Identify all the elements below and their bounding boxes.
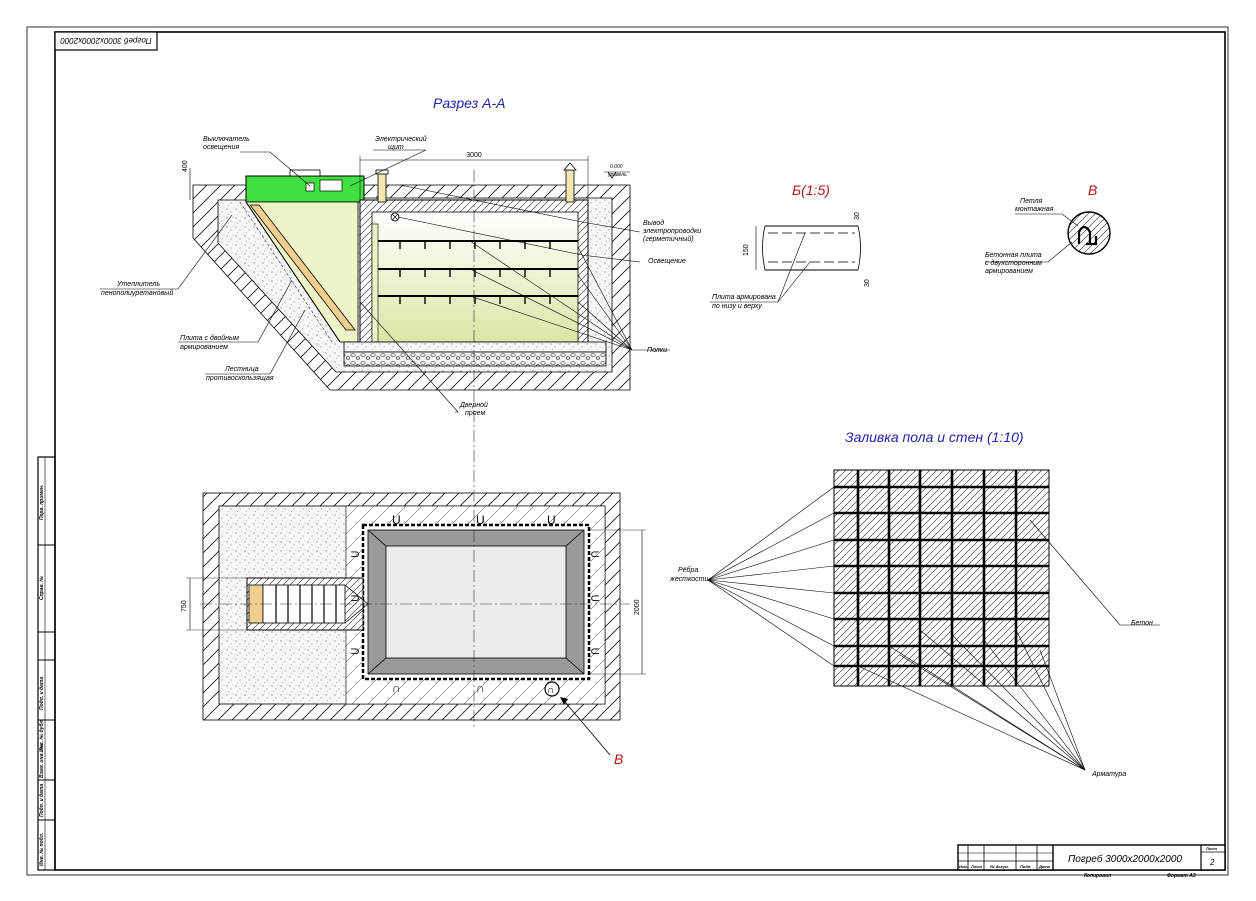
- loop-icon: [1077, 225, 1098, 246]
- svg-text:∩: ∩: [547, 685, 554, 696]
- label-light: Освещение: [648, 258, 686, 265]
- detail-v-slab-3: армированием: [985, 268, 1033, 275]
- rebar-label: Арматура: [1091, 771, 1126, 778]
- side-stamp-5: Взам. инв. №: [39, 745, 45, 778]
- detail-v-slab-2: с двухсторонним: [985, 259, 1042, 267]
- side-stamp: Перв. примен. Справ. № Подп. и дата Инв.…: [37, 456, 56, 871]
- vent-pipe-left: [377, 171, 387, 203]
- top-stamp-text: Погреб 3000x2000x2000: [60, 36, 152, 45]
- detail-v: Петля монтажная Бетонная плита с двухсто…: [985, 198, 1111, 275]
- label-switch-1: Выключатель: [203, 136, 250, 143]
- label-switch-2: освещения: [203, 144, 239, 151]
- label-ladder-1: Лестница: [224, 366, 259, 373]
- top-stamp: Погреб 3000x2000x2000: [54, 31, 158, 51]
- label-wiring-1: Вывод: [643, 219, 664, 227]
- detail-b-label-2: по низу и верху: [712, 303, 762, 310]
- side-stamp-3: Подп. и дата: [39, 677, 45, 710]
- plan-view: U U U ∩ ∩ ⊃ ⊃ ⊃ ⊂ ⊂ ⊂ ∩ 750 2000 В: [181, 470, 646, 767]
- side-stamp-2: Справ. №: [39, 576, 45, 600]
- tb-name: Погреб 3000x2000x2000: [1068, 853, 1182, 865]
- dim-400: 400: [182, 160, 189, 172]
- side-stamp-6: Подп. и дата: [39, 784, 45, 817]
- pour-grid: Рёбра жесткости Бетон Арматура: [669, 469, 1160, 778]
- ribs-label-1: Рёбра: [678, 566, 698, 574]
- svg-text:⊂: ⊂: [590, 591, 600, 605]
- dim-750: 750: [181, 600, 188, 612]
- section-labels: Выключатель освещения Электрический щит …: [101, 135, 701, 417]
- tb-col-1: Изм.: [959, 864, 968, 869]
- label-slab-1: Плита с двойным: [180, 334, 239, 342]
- dim-30-top: 30: [854, 212, 861, 220]
- detail-b-title: Б(1:5): [792, 182, 830, 198]
- tb-sheet-no: 2: [1209, 858, 1215, 867]
- label-slab-2: армированием: [180, 344, 228, 351]
- switch-box: [305, 182, 315, 192]
- ribs-label-2: жесткости: [669, 576, 708, 583]
- label-wiring-2: электропроводки: [643, 227, 701, 235]
- label-insulation-2: пенополиуретановый: [101, 289, 173, 297]
- side-stamp-1: Перв. примен.: [39, 485, 45, 520]
- vent-pipe-right: [565, 169, 575, 203]
- vestibule-box: [245, 175, 365, 203]
- tb-col-2: Лист: [970, 864, 982, 869]
- svg-text:U: U: [392, 513, 401, 527]
- inner-frame: [54, 31, 1226, 871]
- detail-v-loop-1: Петля: [1020, 198, 1043, 205]
- plan-loop-v: [544, 681, 560, 697]
- svg-text:⊂: ⊂: [590, 547, 600, 561]
- label-wiring-3: (герметичный): [643, 235, 694, 243]
- detail-b: 150 30 30 Плита армирована по низу и вер…: [710, 212, 871, 310]
- level-0000: 0.000: [610, 164, 623, 170]
- svg-text:U: U: [476, 513, 485, 527]
- side-stamp-4: Инв. № дубл.: [38, 719, 45, 752]
- tb-col-5: Дата: [1038, 864, 1051, 869]
- plan-floor: [385, 545, 567, 659]
- svg-text:U: U: [547, 513, 556, 527]
- label-door-2: проем: [465, 410, 485, 417]
- section-view: 3000 400 0.000 уровень Выключат: [100, 135, 701, 470]
- label-insulation-1: Утеплитель: [116, 281, 160, 288]
- detail-b-label-1: Плита армирована: [712, 294, 776, 301]
- detail-v-title: В: [1088, 182, 1097, 198]
- section-title: Разрез А-А: [433, 95, 505, 111]
- dim-2000: 2000: [634, 599, 641, 615]
- outer-border: [26, 26, 1229, 876]
- plan-callout: В: [614, 751, 623, 767]
- svg-text:⊃: ⊃: [350, 591, 360, 605]
- svg-text:⊂: ⊂: [590, 644, 600, 658]
- pour-title: Заливка пола и стен (1:10): [845, 429, 1024, 445]
- title-block: Изм. Лист № докум. Подп. Дата Погреб 300…: [957, 844, 1226, 879]
- label-panel-1: Электрический: [375, 135, 427, 143]
- label-ladder-2: противоскользящая: [206, 375, 274, 382]
- tb-copied: Копировал: [1084, 873, 1112, 879]
- side-stamp-7: Инв. № подл.: [39, 833, 45, 866]
- detail-v-loop-2: монтажная: [1015, 206, 1054, 213]
- label-shelves: Полки: [647, 347, 667, 354]
- tb-format: Формат А3: [1167, 873, 1196, 879]
- tb-sheet-label: Лист: [1205, 846, 1217, 851]
- svg-text:⊃: ⊃: [350, 547, 360, 561]
- svg-text:⊃: ⊃: [350, 644, 360, 658]
- label-door-1: Дверной: [459, 401, 488, 409]
- dim-150: 150: [743, 244, 750, 256]
- tb-col-4: Подп.: [1020, 864, 1031, 869]
- svg-text:∩: ∩: [392, 681, 401, 695]
- ladder: [249, 204, 356, 331]
- tb-col-3: № докум.: [990, 864, 1009, 869]
- dim-3000: 3000: [466, 152, 482, 159]
- level-label: уровень: [607, 172, 627, 178]
- dim-30-bot: 30: [864, 279, 871, 287]
- detail-v-slab-1: Бетонная плита: [985, 252, 1042, 259]
- panel-box: [319, 179, 343, 192]
- label-panel-2: щит: [388, 144, 404, 151]
- concrete-label: Бетон: [1131, 620, 1153, 627]
- floor-gravel: [343, 351, 607, 367]
- svg-text:∩: ∩: [476, 681, 485, 695]
